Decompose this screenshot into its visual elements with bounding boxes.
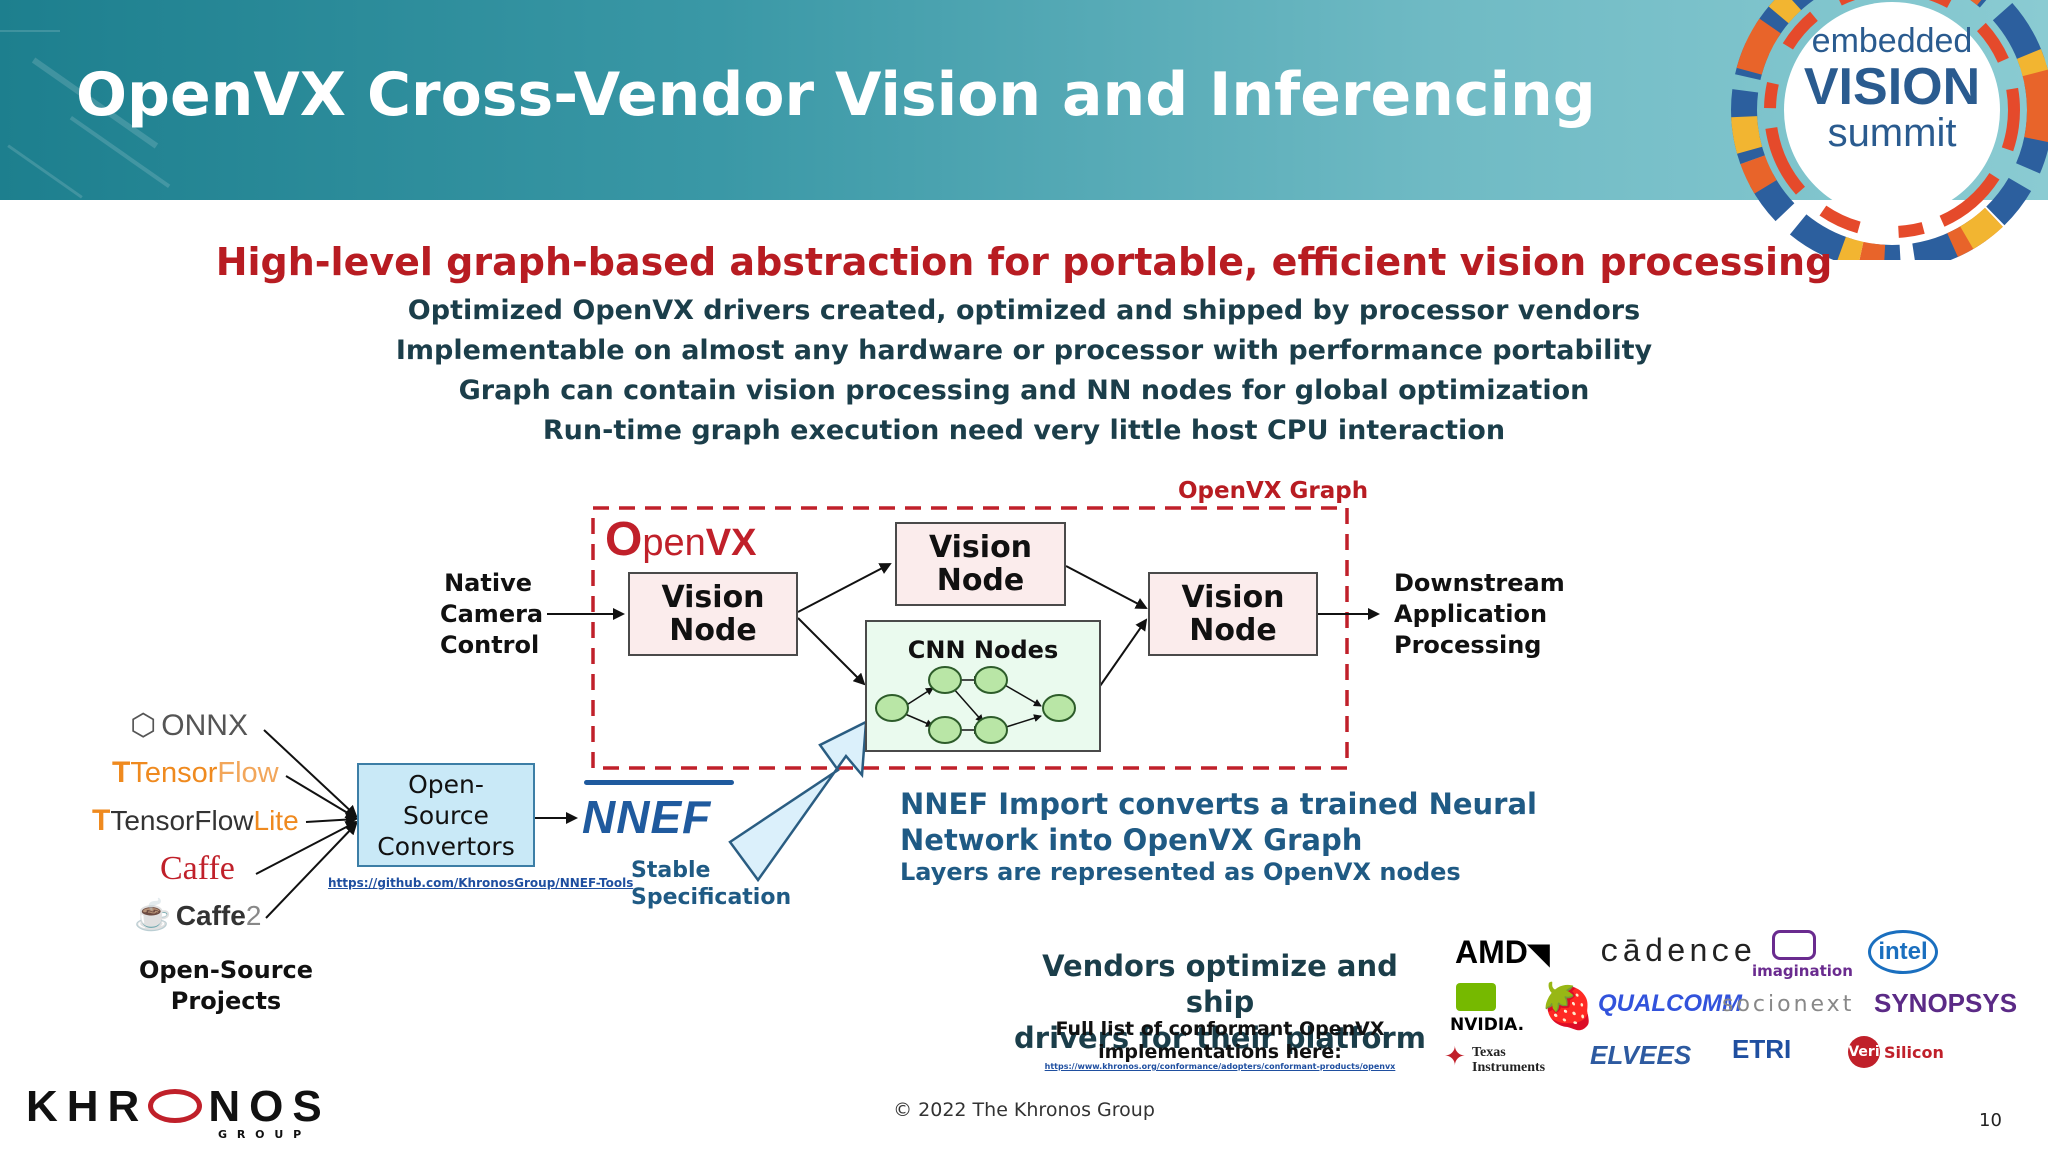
- embedded-vision-summit-logo: embedded VISION summit: [1731, 0, 2048, 260]
- stable-spec-label: Stable Specification: [631, 858, 792, 910]
- caffe-logo: Caffe: [160, 850, 235, 887]
- etri-logo: ETRI: [1732, 1034, 1792, 1064]
- page-number: 10: [1979, 1110, 2002, 1131]
- cnn-network-graph: [875, 666, 1076, 744]
- oss-projects-label: Open-Source Projects: [138, 956, 314, 1015]
- imagination-logo: imagination: [1752, 962, 1853, 980]
- headline: High-level graph-based abstraction for p…: [215, 240, 1833, 284]
- tensorflow-lite-icon: T: [92, 804, 111, 837]
- amd-arrow-icon: ◥: [1527, 938, 1550, 969]
- badge-line2: VISION: [1804, 58, 1980, 116]
- elvees-logo: ELVEES: [1590, 1040, 1692, 1070]
- raspberry-pi-icon: 🍓: [1540, 981, 1595, 1032]
- copyright-footer: © 2022 The Khronos Group: [893, 1099, 1155, 1121]
- conformant-list-link[interactable]: https://www.khronos.org/conformance/adop…: [1044, 1062, 1396, 1071]
- cnn-nodes-box: CNN Nodes: [865, 620, 1101, 752]
- intel-logo: intel: [1868, 930, 1938, 974]
- nnef-layers-text: Layers are represented as OpenVX nodes: [900, 858, 1461, 886]
- nnef-tools-link[interactable]: https://github.com/KhronosGroup/NNEF-Too…: [328, 876, 634, 890]
- texas-instruments-logo: Texas Instruments: [1472, 1045, 1546, 1075]
- native-camera-label: Native Camera Control: [440, 569, 544, 659]
- imagination-icon: [1772, 930, 1816, 960]
- khronos-swoosh-icon: [148, 1089, 203, 1123]
- onnx-logo: ⬡ ONNX: [130, 708, 248, 743]
- nnef-import-text: NNEF Import converts a trained Neural Ne…: [900, 787, 1537, 857]
- cadence-logo: cādence: [1600, 934, 1756, 971]
- badge-line1: embedded: [1812, 22, 1973, 60]
- cnn-node: [974, 716, 1008, 744]
- texas-instruments-icon: ✦: [1444, 1042, 1466, 1072]
- tensorflow-lite-logo: TTensorFlowLite: [92, 804, 299, 837]
- cnn-node: [928, 716, 962, 744]
- verisilicon-logo: Silicon: [1884, 1043, 1944, 1062]
- amd-logo: AMD◥: [1455, 934, 1550, 970]
- downstream-label: Downstream Application Processing: [1394, 569, 1565, 659]
- vendors-subtext: Full list of conformant OpenVX implement…: [1055, 1018, 1385, 1063]
- tensorflow-icon: T: [112, 756, 131, 789]
- bullet-3: Graph can contain vision processing and …: [458, 375, 1590, 406]
- cnn-nodes-title: CNN Nodes: [907, 636, 1059, 664]
- nvidia-logo: NVIDIA.: [1450, 1015, 1525, 1035]
- openvx-graph-label: OpenVX Graph: [1178, 478, 1369, 504]
- socionext-logo: socionext: [1722, 992, 1855, 1017]
- tensorflow-logo: TTensorFlow: [112, 756, 279, 789]
- verisilicon-icon: Veri: [1848, 1036, 1880, 1068]
- onnx-icon: ⬡: [130, 708, 157, 743]
- synopsys-logo: SYNOPSYS: [1874, 988, 2018, 1018]
- qualcomm-logo: QUALCOMM: [1598, 990, 1742, 1017]
- bullet-2: Implementable on almost any hardware or …: [395, 335, 1653, 366]
- nnef-import-arrow: [728, 719, 868, 883]
- cnn-node: [875, 694, 909, 722]
- bullet-1: Optimized OpenVX drivers created, optimi…: [407, 295, 1641, 326]
- nnef-logo: NNEF: [582, 791, 712, 843]
- header-band: [0, 0, 2048, 200]
- openvx-logo: OpenVX: [605, 513, 757, 566]
- cnn-node: [1042, 694, 1076, 722]
- coffee-cup-icon: ☕: [134, 899, 172, 932]
- vendors-heading: Vendors optimize and ship drivers for th…: [1014, 949, 1426, 1055]
- badge-line3: summit: [1828, 111, 1957, 155]
- nvidia-eye-icon: [1456, 983, 1496, 1011]
- bullet-4: Run-time graph execution need very littl…: [542, 415, 1506, 446]
- caffe2-logo: ☕ Caffe2: [134, 899, 262, 932]
- openvx-graph-boundary: [591, 506, 1349, 770]
- nnef-logo-swoosh: [584, 780, 734, 785]
- cnn-node: [974, 666, 1008, 694]
- slide-title: OpenVX Cross-Vendor Vision and Inferenci…: [76, 60, 1596, 130]
- cnn-node: [928, 666, 962, 694]
- khronos-group-text: G R O U P: [218, 1128, 305, 1141]
